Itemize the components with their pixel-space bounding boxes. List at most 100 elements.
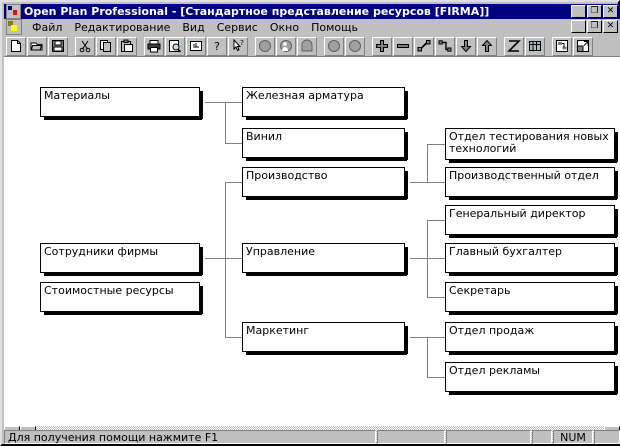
resource-node-label: Железная арматура: [246, 89, 364, 102]
open-folder-button[interactable]: [27, 36, 47, 56]
connector-line: [410, 258, 428, 259]
resource-node-zhelezo[interactable]: Железная арматура: [242, 87, 408, 120]
new-file-icon: [11, 40, 21, 52]
move-up-button[interactable]: [477, 36, 497, 56]
mdi-child-controls: _ ❐ ✕: [570, 20, 618, 33]
status-pane-1: [377, 430, 445, 444]
paste-button[interactable]: [117, 36, 137, 56]
expand-icon: [577, 40, 589, 52]
connector-line: [427, 258, 445, 259]
menu-item-service[interactable]: Сервис: [216, 20, 258, 34]
layout-button[interactable]: [552, 36, 572, 56]
mdi-restore-button[interactable]: ❐: [587, 20, 602, 33]
resource-node-label: Генеральный директор: [449, 207, 586, 220]
unlink-icon: [438, 40, 452, 52]
status-bar: Для получения помощи нажмите F1 NUM: [4, 430, 620, 444]
resource-node-otdel-reklamy[interactable]: Отдел рекламы: [445, 362, 618, 395]
restore-button[interactable]: ❐: [587, 5, 602, 18]
toolbar: ? ?: [4, 35, 620, 57]
resource-node-marketing[interactable]: Маркетинг: [242, 322, 408, 355]
save-disk-icon: [52, 40, 64, 52]
resource-node-generalnyy-direktor[interactable]: Генеральный директор: [445, 205, 618, 238]
window-controls: _ ❐ ✕: [570, 5, 618, 18]
connector-line: [225, 102, 242, 103]
context-help-button[interactable]: ?: [228, 36, 248, 56]
resource-node-label: Отдел рекламы: [449, 364, 541, 377]
cut-button[interactable]: [75, 36, 95, 56]
resource-node-vinil[interactable]: Винил: [242, 128, 408, 161]
resource-shape-button[interactable]: [297, 36, 317, 56]
move-down-button[interactable]: [456, 36, 476, 56]
link-icon: [417, 40, 431, 52]
connector-line: [225, 337, 242, 338]
menu-item-file[interactable]: Файл: [32, 20, 63, 34]
resource-circle-button[interactable]: [255, 36, 275, 56]
properties-button[interactable]: [186, 36, 206, 56]
zigzag-icon: [507, 40, 521, 52]
resource-node-label: Управление: [246, 245, 316, 258]
status-message: Для получения помощи нажмите F1: [4, 430, 376, 444]
document-icon[interactable]: [6, 19, 22, 35]
print-button[interactable]: [144, 36, 164, 56]
menu-item-window[interactable]: Окно: [269, 20, 300, 34]
save-button[interactable]: [48, 36, 68, 56]
resource-node-label: Материалы: [44, 89, 110, 102]
resource-circle-icon: [259, 40, 271, 52]
connector-line: [427, 144, 428, 182]
resource-node-materialy[interactable]: Материалы: [40, 87, 203, 120]
circle-gray-button[interactable]: [324, 36, 344, 56]
print-preview-button[interactable]: [165, 36, 185, 56]
open-folder-icon: [30, 42, 43, 51]
connector-line: [225, 182, 226, 337]
connector-line: [225, 143, 242, 144]
connector-line: [427, 297, 445, 298]
remove-minus-icon: [397, 44, 409, 48]
new-file-button[interactable]: [6, 36, 26, 56]
resource-node-stoimostnye-resursy[interactable]: Стоимостные ресурсы: [40, 282, 203, 315]
minimize-icon: _: [575, 5, 582, 18]
remove-button[interactable]: [393, 36, 413, 56]
link-button[interactable]: [414, 36, 434, 56]
expand-button[interactable]: [573, 36, 593, 56]
connector-line: [427, 337, 445, 338]
connector-line: [427, 182, 445, 183]
table-button[interactable]: [525, 36, 545, 56]
copy-icon: [100, 40, 111, 52]
connector-line: [427, 377, 445, 378]
connector-line: [410, 337, 428, 338]
resource-node-sekretar[interactable]: Секретарь: [445, 282, 618, 315]
move-down-icon: [460, 40, 472, 53]
circle-gray2-button[interactable]: [345, 36, 365, 56]
resource-node-label: Маркетинг: [246, 324, 310, 337]
close-button[interactable]: ✕: [603, 5, 618, 18]
mdi-close-button[interactable]: ✕: [603, 20, 618, 33]
resource-node-label: Отдел тестирования новых технологий: [449, 130, 609, 155]
zigzag-button[interactable]: [504, 36, 524, 56]
mdi-minimize-button[interactable]: _: [571, 20, 586, 33]
resource-node-proizvodstvo[interactable]: Производство: [242, 167, 408, 200]
add-button[interactable]: [372, 36, 392, 56]
resource-node-otdel-prodazh[interactable]: Отдел продаж: [445, 322, 618, 355]
resource-person-button[interactable]: [276, 36, 296, 56]
menu-item-edit[interactable]: Редактирование: [74, 20, 171, 34]
resource-node-glavnyy-buhgalter[interactable]: Главный бухгалтер: [445, 243, 618, 276]
unlink-button[interactable]: [435, 36, 455, 56]
resource-node-proizvodstvennyy-otdel[interactable]: Производственный отдел: [445, 167, 618, 200]
paste-icon: [121, 39, 133, 52]
menu-item-help[interactable]: Помощь: [311, 20, 358, 34]
resource-node-label: Отдел продаж: [449, 324, 535, 337]
connector-line: [225, 102, 226, 144]
svg-text:?: ?: [214, 40, 220, 53]
resource-tree-canvas[interactable]: Материалы Железная арматура Винил Отдел …: [4, 57, 620, 426]
circle-gray-icon: [328, 40, 340, 52]
resource-node-upravlenie[interactable]: Управление: [242, 243, 408, 276]
print-icon: [147, 40, 161, 53]
document-client-area[interactable]: Материалы Железная арматура Винил Отдел …: [4, 57, 620, 426]
copy-button[interactable]: [96, 36, 116, 56]
help-button[interactable]: ?: [207, 36, 227, 56]
menu-item-view[interactable]: Вид: [182, 20, 205, 34]
minimize-button[interactable]: _: [571, 5, 586, 18]
resource-node-otdel-testirovaniya[interactable]: Отдел тестирования новых технологий: [445, 128, 618, 163]
resource-node-sotrudniki-firmy[interactable]: Сотрудники фирмы: [40, 243, 203, 276]
